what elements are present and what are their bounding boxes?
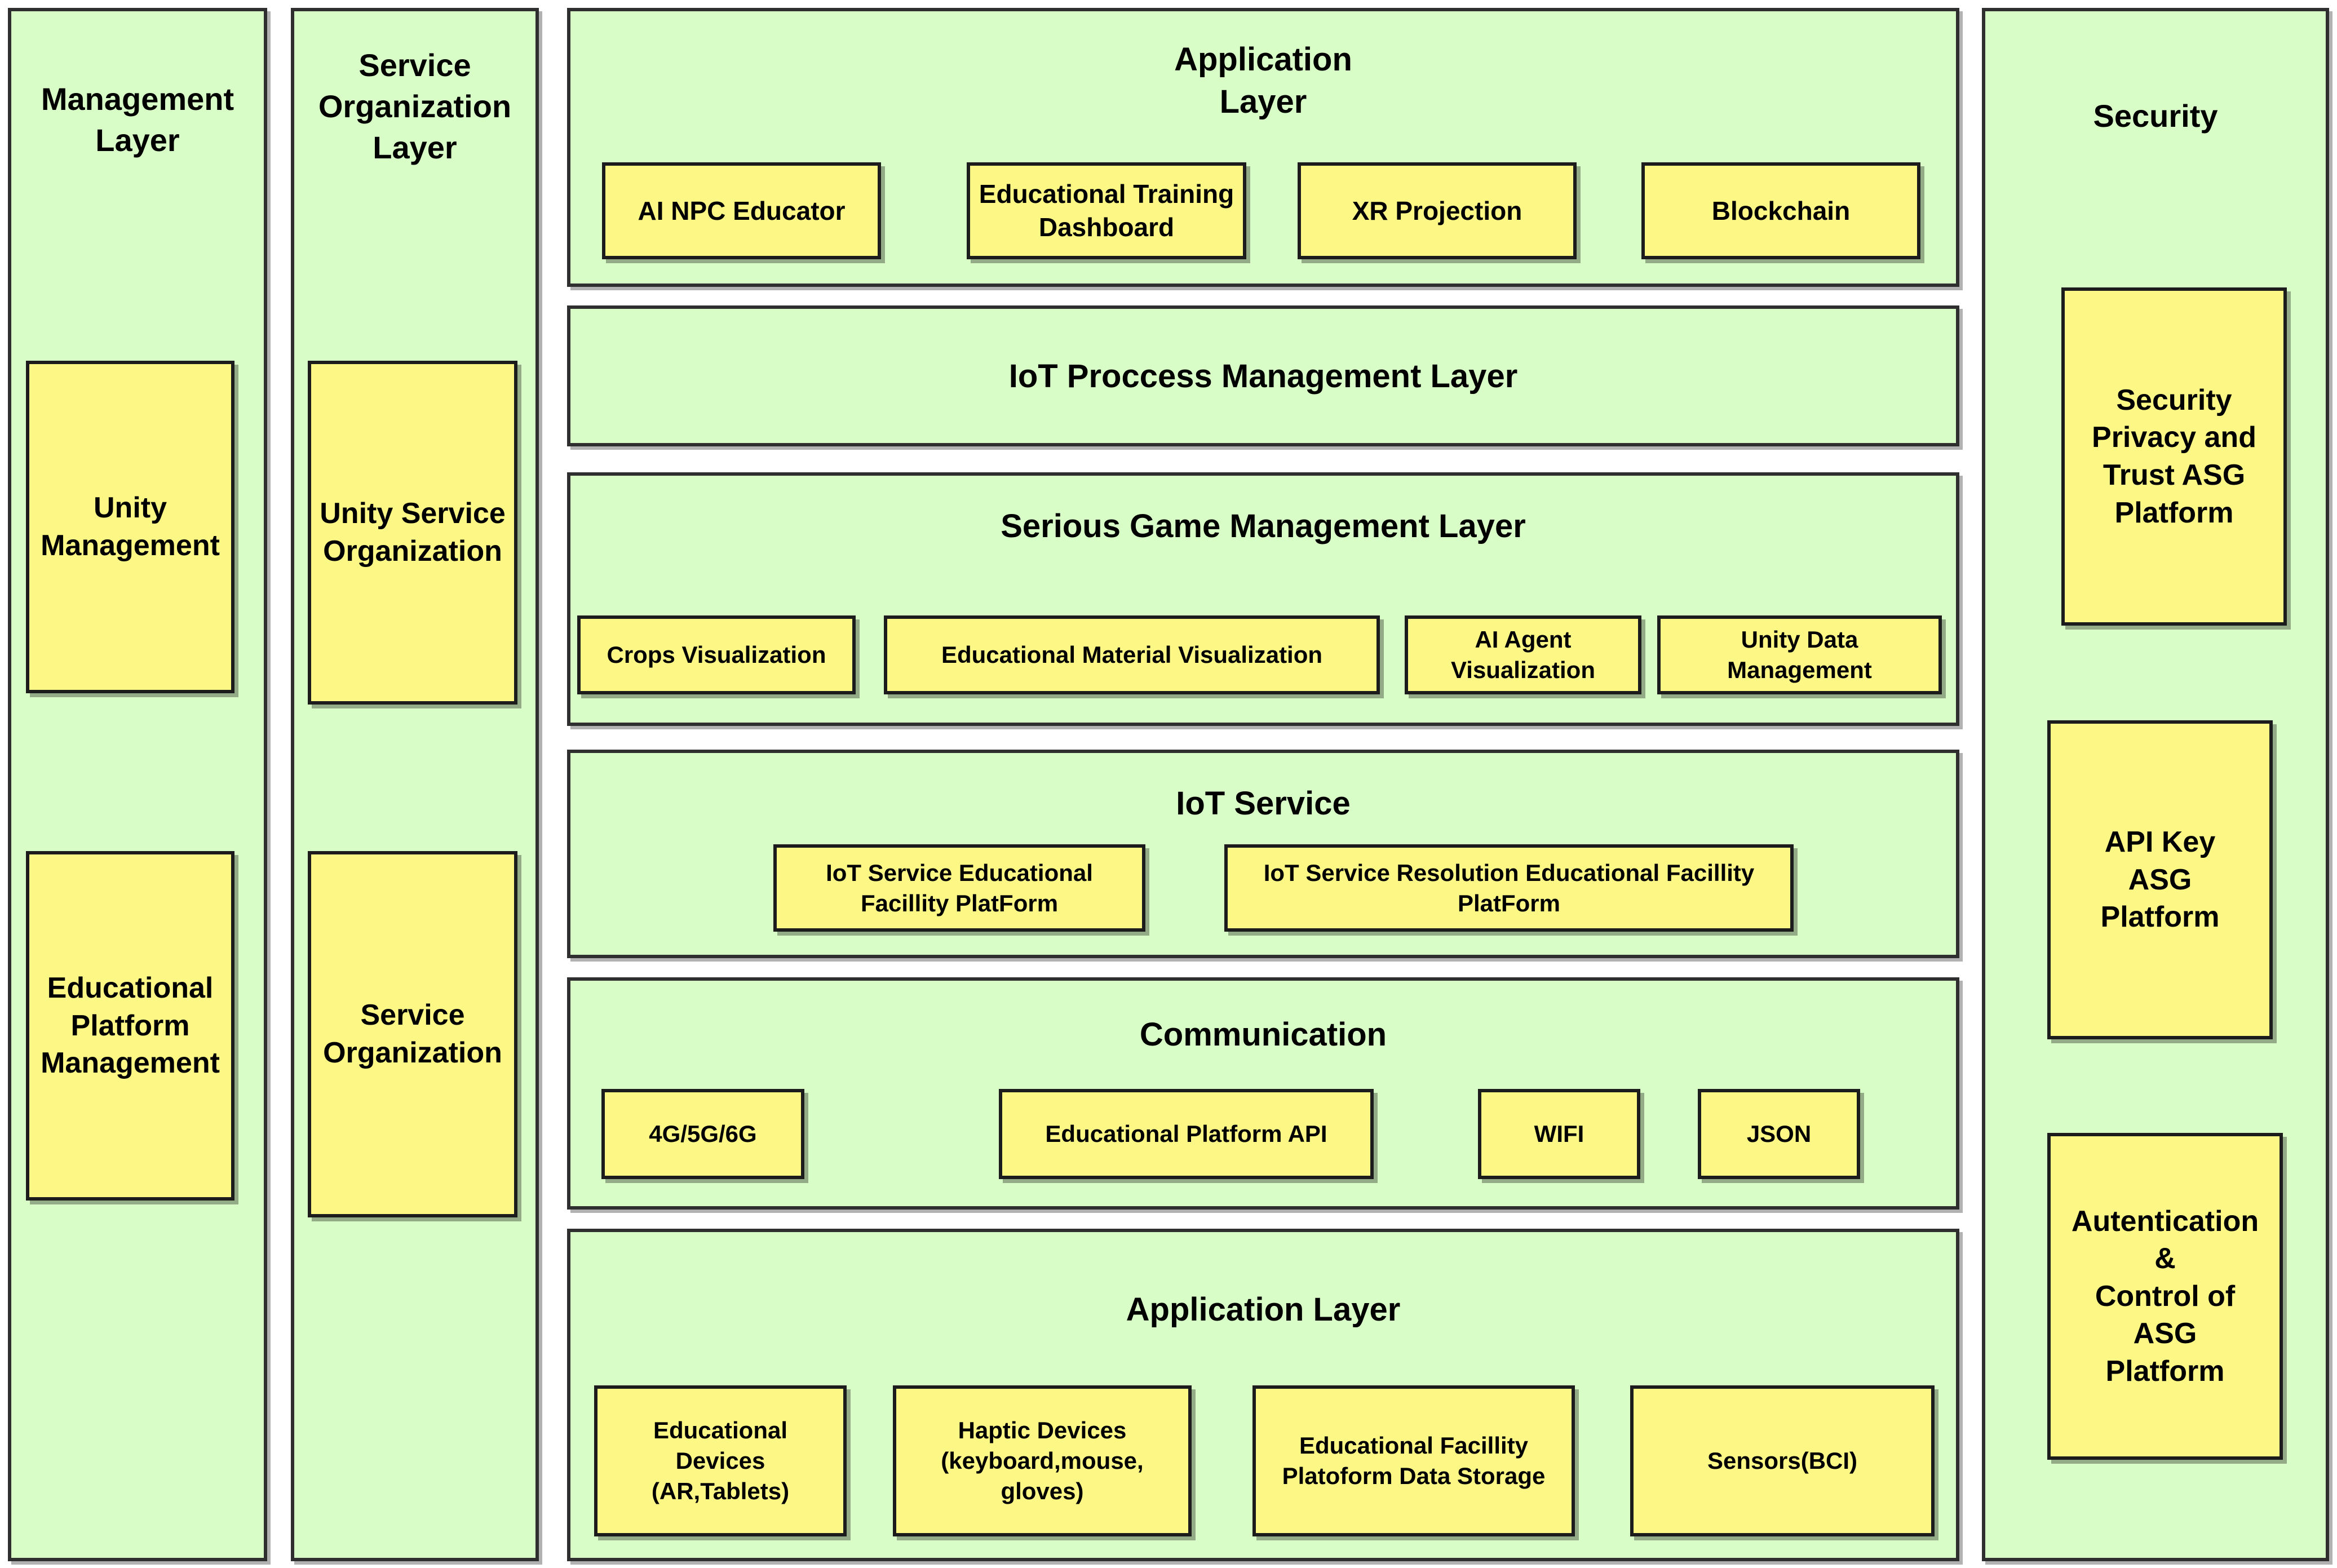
node-educational-training-dashboard[interactable]: Educational Training Dashboard [967,162,1246,259]
node-sensors-bci[interactable]: Sensors(BCI) [1630,1385,1935,1536]
service-organization-layer-panel: Service Organization Layer Unity Service… [291,8,539,1561]
node-security-privacy-trust-asg-platform[interactable]: Security Privacy and Trust ASG Platform [2061,287,2287,626]
node-unity-service-organization[interactable]: Unity Service Organization [308,361,517,705]
node-unity-data-management[interactable]: Unity Data Management [1657,615,1942,694]
node-service-organization[interactable]: Service Organization [308,851,517,1217]
node-unity-management[interactable]: Unity Management [26,361,234,693]
service-organization-layer-title: Service Organization Layer [318,47,512,165]
node-ai-npc-educator[interactable]: AI NPC Educator [602,162,881,259]
node-ai-agent-visualization[interactable]: AI Agent Visualization [1405,615,1641,694]
section-title-iot-process-management-layer: IoT Proccess Management Layer [1008,358,1518,395]
node-educational-devices[interactable]: Educational Devices (AR,Tablets) [594,1385,847,1536]
section-title-communication: Communication [1139,1016,1387,1053]
node-blockchain[interactable]: Blockchain [1641,162,1920,259]
node-iot-service-educational-facility-platform[interactable]: IoT Service Educational Facillity PlatFo… [773,844,1145,932]
node-crops-visualization[interactable]: Crops Visualization [577,615,856,694]
section-iot-process-management-layer: IoT Proccess Management Layer [567,305,1959,446]
management-layer-title: Management Layer [41,81,234,158]
section-title-serious-game-management-layer: Serious Game Management Layer [1001,508,1526,544]
section-communication: Communication 4G/5G/6G Educational Platf… [567,977,1959,1210]
node-educational-platform-api[interactable]: Educational Platform API [999,1089,1374,1179]
node-xr-projection[interactable]: XR Projection [1298,162,1577,259]
node-autentication-control-asg-platform[interactable]: Autentication & Control of ASG Platform [2047,1133,2283,1460]
node-iot-service-resolution-educational-facility-platform[interactable]: IoT Service Resolution Educational Facil… [1224,844,1794,932]
section-title-application-layer-top: Application Layer [1174,41,1352,121]
node-educational-platform-management[interactable]: Educational Platform Management [26,851,234,1201]
section-application-layer-bottom: Application Layer Educational Devices (A… [567,1229,1959,1561]
node-api-key-asg-platform[interactable]: API Key ASG Platform [2047,720,2273,1039]
management-layer-panel: Management Layer Unity Management Educat… [8,8,267,1561]
node-haptic-devices[interactable]: Haptic Devices (keyboard,mouse, gloves) [893,1385,1192,1536]
section-title-application-layer-bottom: Application Layer [1126,1291,1401,1328]
security-panel: Security Security Privacy and Trust ASG … [1982,8,2329,1561]
node-4g-5g-6g[interactable]: 4G/5G/6G [601,1089,804,1179]
node-educational-facility-platform-data-storage[interactable]: Educational Facillity Platoform Data Sto… [1252,1385,1575,1536]
node-wifi[interactable]: WIFI [1478,1089,1640,1179]
section-iot-service: IoT Service IoT Service Educational Faci… [567,750,1959,958]
node-educational-material-visualization[interactable]: Educational Material Visualization [884,615,1380,694]
node-json[interactable]: JSON [1698,1089,1860,1179]
section-application-layer-top: Application Layer AI NPC Educator Educat… [567,8,1959,287]
section-title-iot-service: IoT Service [1176,785,1351,822]
section-serious-game-management-layer: Serious Game Management Layer Crops Visu… [567,472,1959,726]
security-title: Security [2093,98,2218,134]
